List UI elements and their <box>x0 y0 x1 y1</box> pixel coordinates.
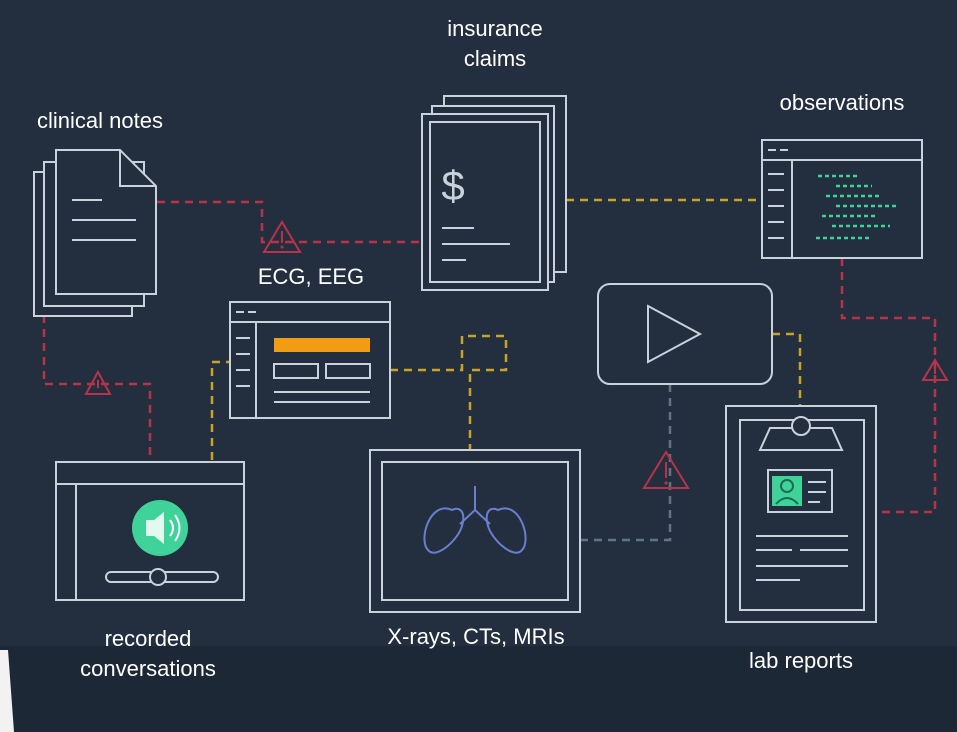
warning-icons <box>84 220 949 489</box>
connector-notes-recorded <box>42 315 152 460</box>
insurance-claims-icon <box>421 95 567 291</box>
label-xrays: X-rays, CTs, MRIs <box>387 624 565 649</box>
warning-icon <box>921 358 949 381</box>
xray-icon <box>369 449 581 613</box>
connector-ecg-xray <box>390 334 508 450</box>
connector-recorded-ecg <box>210 360 230 460</box>
observations-icon <box>761 139 923 259</box>
icons <box>33 95 923 623</box>
warning-icon <box>262 220 302 253</box>
clinical-notes-icon <box>33 149 157 317</box>
label-line: recorded <box>104 626 192 651</box>
bottom-strip <box>0 646 957 732</box>
label-lab-reports: lab reports <box>749 648 853 673</box>
corner-edge <box>0 650 14 732</box>
label-observations: observations <box>779 90 905 115</box>
connector-notes-insurance <box>157 200 420 244</box>
label-clinical-notes: clinical notes <box>37 108 163 133</box>
person-glyph <box>775 479 799 505</box>
warning-icon <box>84 369 112 395</box>
label-line: claims <box>463 46 527 71</box>
warning-icon <box>642 450 690 489</box>
speaker-glyph <box>146 512 181 544</box>
connector-video-lab <box>772 332 802 406</box>
label-recorded-conversations: recorded conversations <box>50 624 246 684</box>
connector-observations-lab <box>840 258 937 514</box>
video-icon <box>597 283 773 385</box>
lab-reports-icon <box>725 405 877 623</box>
connectors <box>42 198 937 542</box>
label-ecg-eeg: ECG, EEG <box>257 264 365 289</box>
label-insurance-claims: insurance claims <box>420 14 570 74</box>
label-line: insurance <box>447 16 543 41</box>
dollar-icon: $ <box>441 162 464 209</box>
connector-video-xray <box>580 384 672 542</box>
ecg-eeg-icon <box>229 301 391 419</box>
observations-code-lines <box>816 174 896 240</box>
label-line: conversations <box>80 656 216 681</box>
lungs-icon <box>423 486 527 554</box>
ecg-highlight-bar <box>274 338 370 352</box>
